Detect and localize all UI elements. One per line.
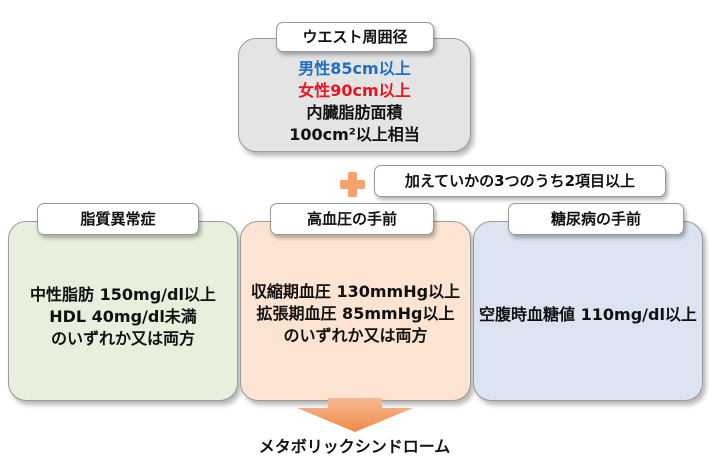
- visceral-fat-area: 100cm²以上相当: [289, 125, 420, 144]
- dyslipidemia-line-3: のいずれか又は両方: [50, 329, 195, 348]
- prehypertension-line-3: のいずれか又は両方: [283, 326, 428, 345]
- metabolic-syndrome-result: メタボリックシンドローム: [258, 437, 451, 456]
- dyslipidemia-line-2: HDL 40mg/dl未満: [49, 307, 197, 326]
- waist-criteria-box: 男性85cm以上 女性90cm以上 内臓脂肪面積 100cm²以上相当: [238, 38, 471, 152]
- prediabetes-box: 空腹時血糖値 110mg/dl以上: [473, 221, 703, 401]
- waist-title-label: ウエスト周囲径: [276, 22, 434, 52]
- dyslipidemia-box: 中性脂肪 150mg/dl以上 HDL 40mg/dl未満 のいずれか又は両方: [8, 221, 238, 401]
- waist-women-criterion: 女性90cm以上: [298, 81, 411, 100]
- down-arrow-icon: [297, 398, 413, 432]
- prehypertension-line-2: 拡張期血圧 85mmHg以上: [256, 304, 455, 323]
- dyslipidemia-line-1: 中性脂肪 150mg/dl以上: [30, 285, 216, 304]
- waist-men-criterion: 男性85cm以上: [298, 59, 411, 78]
- prediabetes-line-1: 空腹時血糖値 110mg/dl以上: [479, 305, 697, 324]
- prehypertension-title-label: 高血圧の手前: [270, 203, 434, 235]
- prediabetes-title-label: 糖尿病の手前: [508, 203, 684, 235]
- additional-criteria-note: 加えていかの3つのうち2項目以上: [374, 165, 666, 197]
- prehypertension-box: 収縮期血圧 130mmHg以上 拡張期血圧 85mmHg以上 のいずれか又は両方: [240, 221, 471, 401]
- visceral-fat-label: 内臓脂肪面積: [306, 103, 403, 122]
- prehypertension-line-1: 収縮期血圧 130mmHg以上: [250, 282, 461, 301]
- dyslipidemia-title-label: 脂質異常症: [37, 203, 199, 235]
- plus-icon: [340, 172, 365, 197]
